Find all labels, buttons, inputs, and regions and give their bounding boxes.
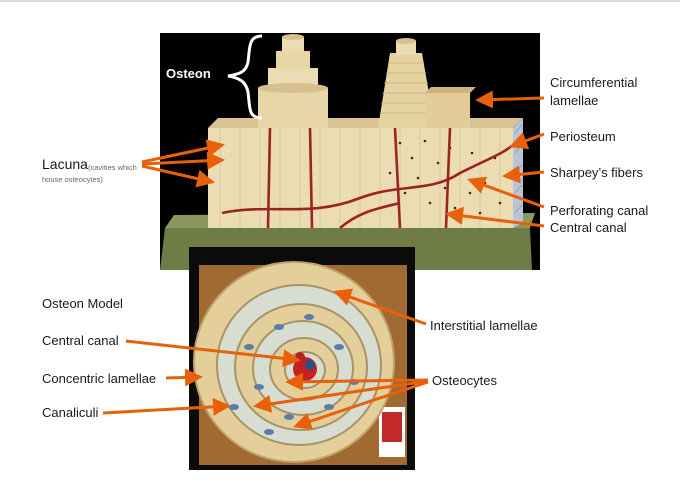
central-canal-top-label: Central canal — [550, 220, 627, 236]
central-canal-bottom-label: Central canal — [42, 333, 119, 349]
interstitial-lamellae-label: Interstitial lamellae — [430, 318, 538, 334]
perforating-canal-label: Perforating canal — [550, 203, 648, 219]
periosteum-label: Periosteum — [550, 129, 616, 145]
osteon-model-photo — [189, 247, 415, 470]
canaliculi-label: Canaliculi — [42, 405, 98, 421]
circumferential-label-line1: Circumferential — [550, 75, 637, 91]
concentric-lamellae-label: Concentric lamellae — [42, 371, 156, 387]
lacuna-label: Lacuna — [42, 156, 88, 172]
bone-block-model-photo — [160, 33, 540, 270]
osteon-model-label: Osteon Model — [42, 296, 123, 312]
lacuna-note-line2: house osteocytes) — [42, 172, 103, 188]
osteocytes-label: Osteocytes — [432, 373, 497, 389]
osteon-label: Osteon — [166, 66, 211, 82]
sharpeys-fibers-label: Sharpey’s fibers — [550, 165, 643, 181]
circumferential-label-line2: lamellae — [550, 93, 598, 109]
top-rule — [0, 0, 680, 2]
